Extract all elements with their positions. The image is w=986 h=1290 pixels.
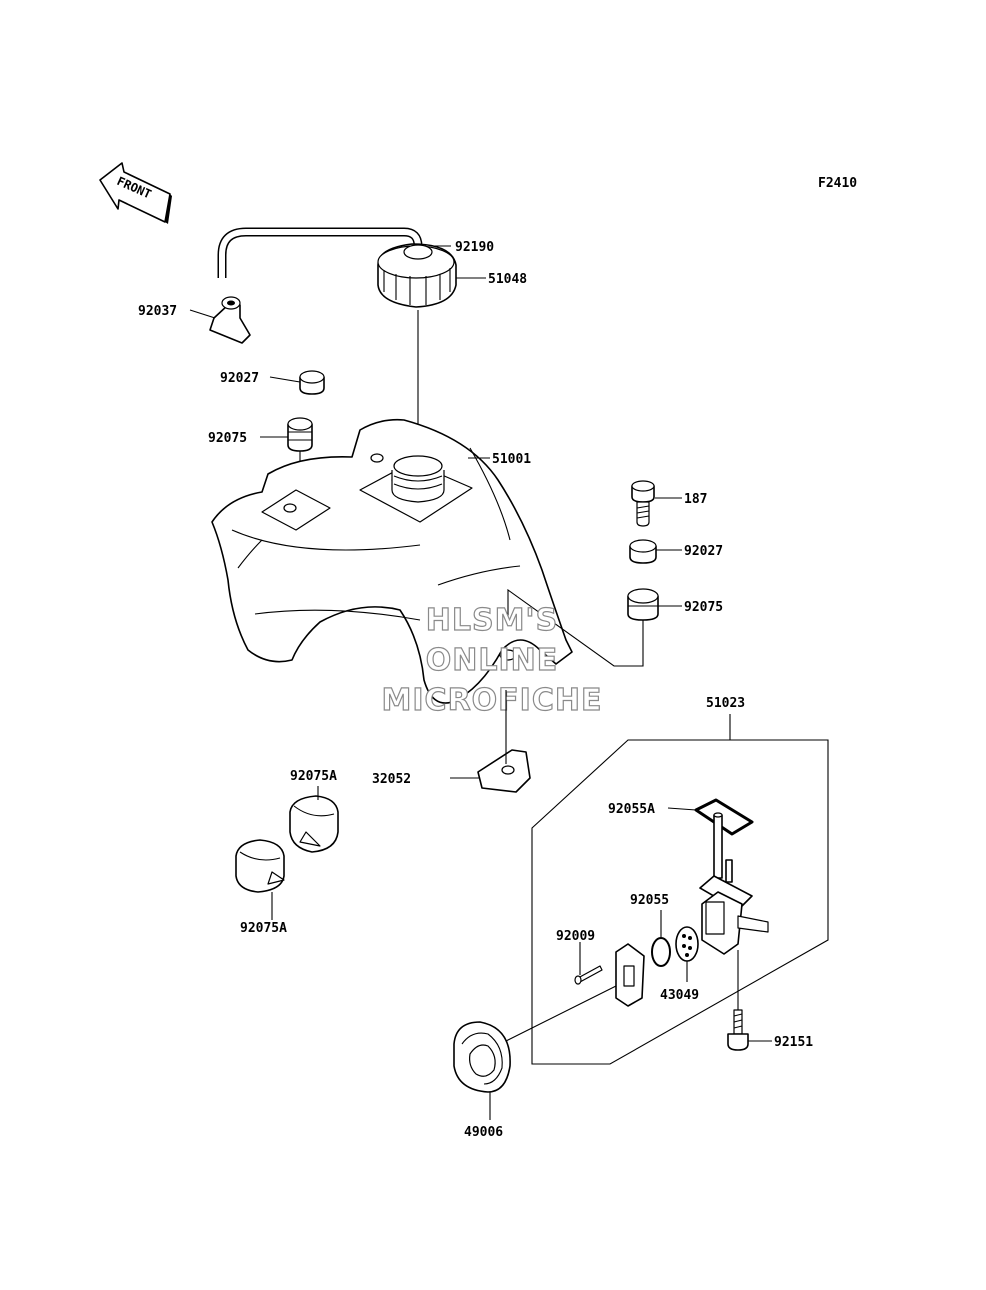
part-fuel-cock-plate xyxy=(615,943,645,1007)
part-32052-bracket xyxy=(477,749,531,793)
front-arrow-icon: FRONT xyxy=(99,162,172,224)
part-label-51001: 51001 xyxy=(492,452,531,467)
part-label-92075A-bottom: 92075A xyxy=(240,921,287,936)
part-label-187: 187 xyxy=(684,492,707,507)
part-label-43049: 43049 xyxy=(660,988,699,1003)
part-92037-clip xyxy=(209,296,251,344)
part-label-92055: 92055 xyxy=(630,893,669,908)
part-92075-grommet-right xyxy=(627,588,659,621)
part-92055-o-ring xyxy=(651,937,671,967)
part-label-32052: 32052 xyxy=(372,772,411,787)
part-92075-grommet-left xyxy=(287,417,313,452)
part-43049-lever xyxy=(675,926,699,962)
part-49006-rubber-cover xyxy=(453,1021,511,1093)
part-label-92009: 92009 xyxy=(556,929,595,944)
part-92190-hose xyxy=(217,227,423,278)
part-label-49006: 49006 xyxy=(464,1125,503,1140)
part-label-51048: 51048 xyxy=(488,272,527,287)
part-187-bolt xyxy=(631,480,655,527)
part-label-92055A: 92055A xyxy=(608,802,655,817)
part-label-92075A-top: 92075A xyxy=(290,769,337,784)
part-label-92037: 92037 xyxy=(138,304,177,319)
part-label-92190: 92190 xyxy=(455,240,494,255)
part-92027-collar-right xyxy=(629,539,657,564)
figure-code: F2410 xyxy=(818,176,857,191)
part-51001-fuel-tank xyxy=(211,418,573,704)
watermark-line-1: HLSM'S xyxy=(426,603,558,638)
watermark-line-2: ONLINE xyxy=(426,643,559,678)
part-92027-collar-left xyxy=(299,370,325,395)
part-92075A-sleeve-bottom xyxy=(235,839,285,893)
part-92075A-sleeve-top xyxy=(289,795,339,853)
part-51048-fuel-cap xyxy=(377,243,457,308)
part-label-92151: 92151 xyxy=(774,1035,813,1050)
part-label-92027-right: 92027 xyxy=(684,544,723,559)
part-label-51023: 51023 xyxy=(706,696,745,711)
part-fuel-cock-body xyxy=(699,812,769,955)
part-label-92027-left: 92027 xyxy=(220,371,259,386)
watermark-line-3: MICROFICHE xyxy=(382,683,603,718)
part-label-92075-right: 92075 xyxy=(684,600,723,615)
part-label-92075-left: 92075 xyxy=(208,431,247,446)
part-92009-screw xyxy=(574,965,603,985)
watermark: HLSM'S ONLINE MICROFICHE xyxy=(381,602,603,718)
part-92055A-gasket xyxy=(694,798,754,836)
part-92151-bolt xyxy=(727,1009,749,1051)
